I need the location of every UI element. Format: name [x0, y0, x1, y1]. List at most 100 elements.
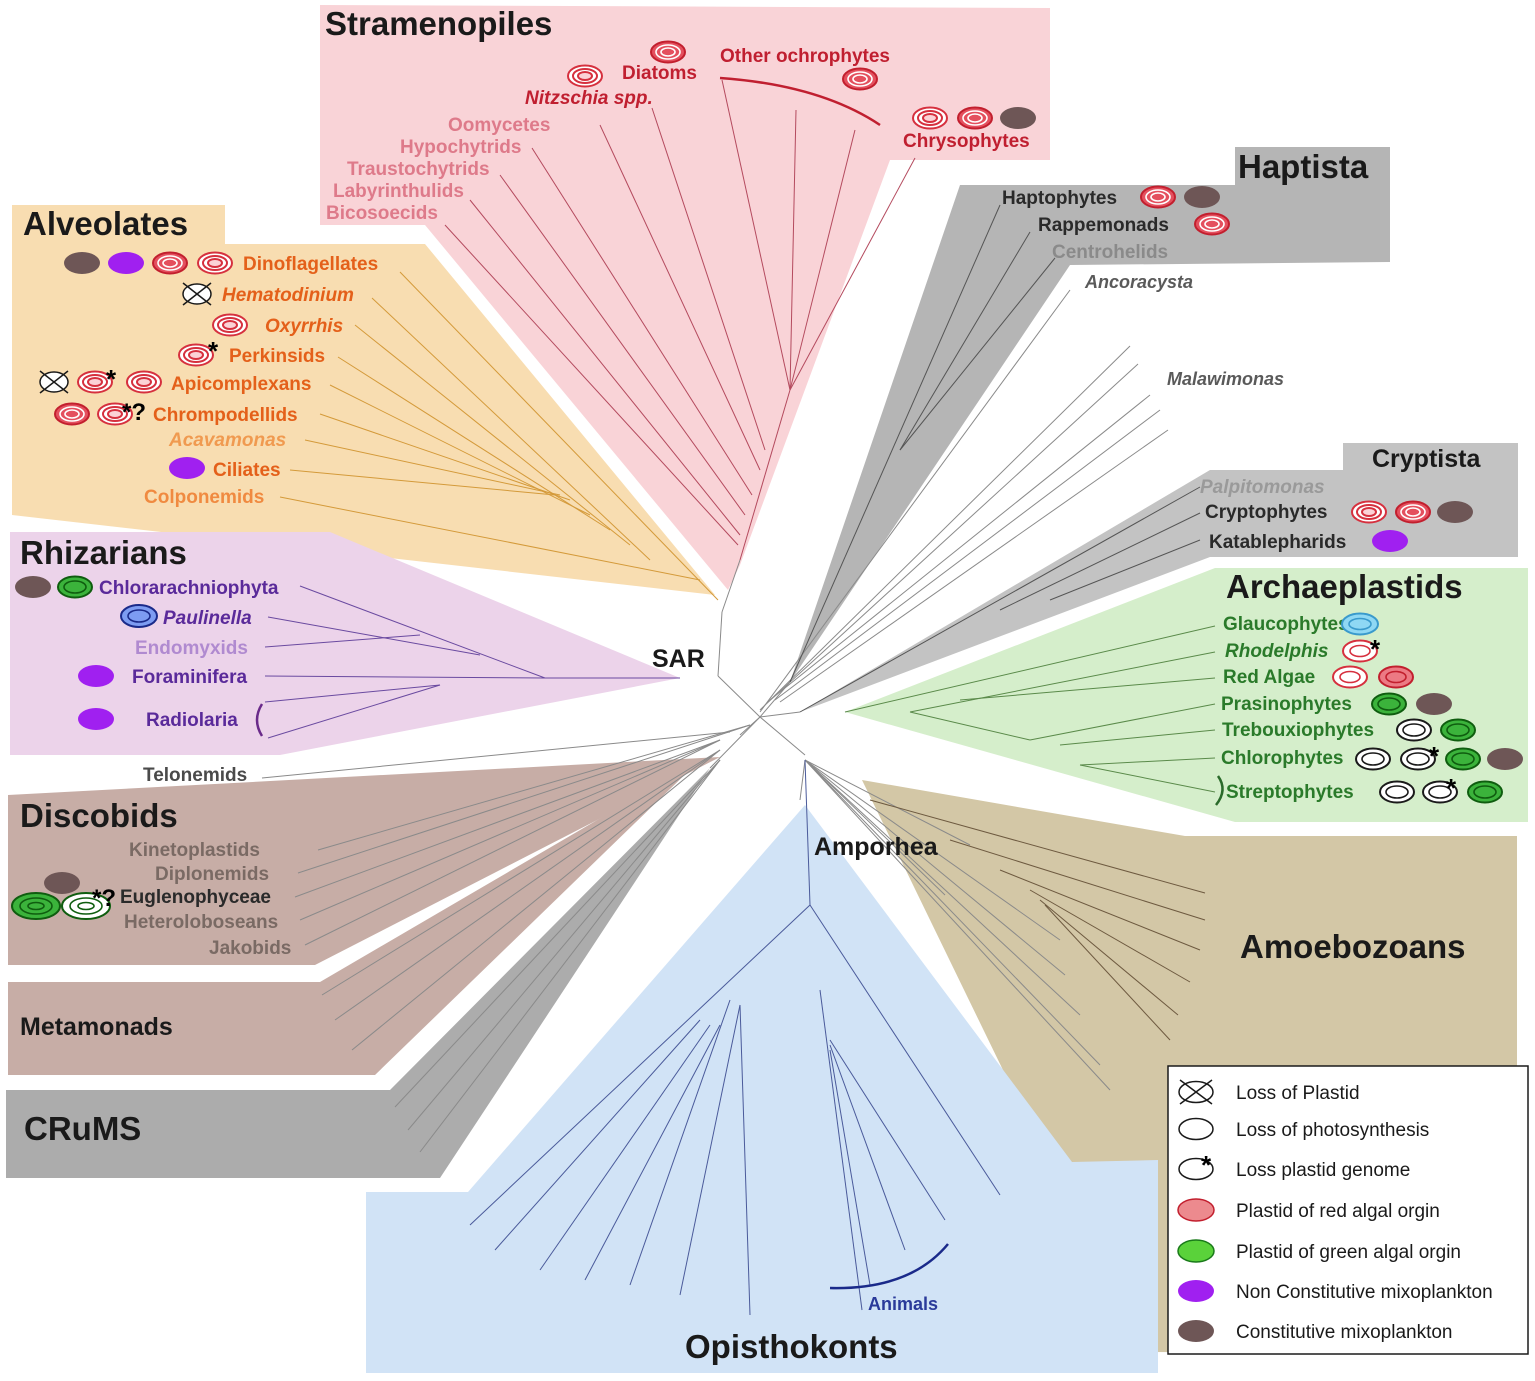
legend-loss-plastid: Loss of Plastid	[1236, 1083, 1360, 1104]
label-acavamonas: Acavamonas	[168, 430, 286, 451]
label-hematodinium: Hematodinium	[222, 285, 354, 306]
legend-loss-photosynthesis: Loss of photosynthesis	[1236, 1120, 1429, 1141]
label-katablepharids: Katablepharids	[1209, 532, 1346, 553]
chlorophyte-colorless-plastid-icon	[1355, 747, 1391, 771]
legend-green-origin: Plastid of green algal orgin	[1236, 1242, 1461, 1263]
chlorophyte-plastid-icon	[1445, 747, 1481, 771]
label-haptophytes: Haptophytes	[1002, 188, 1117, 209]
euglenid-colorless-plastid-icon	[61, 892, 111, 920]
paulinella-chromatophore-icon	[120, 604, 158, 628]
glaucophyte-plastid-icon	[1341, 612, 1379, 636]
perkinsid-genome-loss-mark: *	[208, 336, 219, 366]
chlorarachniophyte-plastid-icon	[57, 575, 93, 599]
label-kinetoplastids: Kinetoplastids	[129, 840, 260, 861]
rhizarians-panel	[10, 532, 680, 755]
trebouxiophyte-plastid-icon	[1440, 718, 1476, 742]
crums-title: CRuMS	[24, 1110, 141, 1147]
label-palpitomonas: Palpitomonas	[1200, 477, 1325, 498]
haptista-title: Haptista	[1238, 148, 1369, 185]
amoebozoans-title: Amoebozoans	[1240, 928, 1466, 965]
oxyrrhis-plastid-icon	[212, 313, 248, 337]
rhodelphis-genome-loss-mark: *	[1370, 634, 1381, 664]
archaeplastids-title: Archaeplastids	[1226, 568, 1463, 605]
label-hypochytrids: Hypochytrids	[400, 137, 521, 158]
label-jakobids: Jakobids	[209, 938, 291, 959]
loss-of-plastid-icon	[1178, 1079, 1214, 1105]
stramenopiles-panel	[320, 5, 1050, 590]
nitzschia-plastid-icon	[567, 64, 603, 88]
sar-label: SAR	[652, 645, 705, 673]
rhizarians-title: Rhizarians	[20, 534, 187, 571]
cryptophyte-plastid-icon	[1395, 500, 1431, 524]
chrysophyte-plastid-icon	[957, 106, 993, 130]
legend-cm: Constitutive mixoplankton	[1236, 1322, 1453, 1343]
label-apicomplexans: Apicomplexans	[171, 374, 311, 395]
discobids-panel	[8, 757, 720, 965]
diatom-plastid-icon	[650, 40, 686, 64]
red-algae-colorless-plastid-icon	[1332, 665, 1368, 689]
label-streptophytes: Streptophytes	[1226, 782, 1354, 803]
chlorophyte-cm-icon	[1487, 748, 1523, 770]
label-chlorophytes: Chlorophytes	[1221, 748, 1343, 769]
label-heterolobosea: Heteroloboseans	[124, 912, 278, 933]
label-rhodelphis: Rhodelphis	[1225, 641, 1328, 662]
prasinophyte-cm-icon	[1416, 693, 1452, 715]
chrysophyte-colorless-plastid-icon	[912, 106, 948, 130]
label-oomycetes: Oomycetes	[448, 115, 550, 136]
loss-plastid-genome-asterisk: *	[1201, 1150, 1212, 1180]
opisthokonts-panel	[366, 805, 1158, 1373]
cryptista-title: Cryptista	[1372, 445, 1481, 473]
euglenid-cm-icon	[44, 872, 80, 894]
label-chrompodellids: Chrompodellids	[153, 405, 298, 426]
red-algae-plastid-icon	[1378, 665, 1414, 689]
label-telonemids: Telonemids	[143, 765, 247, 786]
dinoflagellate-plastid-icon	[152, 251, 188, 275]
apicomplexan-colorless-plastid-icon	[126, 370, 162, 394]
metamonads-title: Metamonads	[20, 1013, 173, 1041]
legend-loss-genome: Loss plastid genome	[1236, 1160, 1410, 1181]
rappemonad-plastid-icon	[1194, 212, 1230, 236]
streptophyte-plastid-icon	[1467, 780, 1503, 804]
label-foraminifera: Foraminifera	[132, 667, 248, 688]
label-other-ochrophytes: Other ochrophytes	[720, 46, 890, 67]
trebouxiophyte-colorless-plastid-icon	[1396, 718, 1432, 742]
haptista-panel	[790, 147, 1390, 682]
metamonads-panel	[8, 760, 700, 1075]
streptophyte-colorless-plastid-icon	[1379, 780, 1415, 804]
label-chrysophytes: Chrysophytes	[903, 131, 1030, 152]
opisthokonts-title: Opisthokonts	[685, 1328, 898, 1365]
apicomplexan-loss-plastid-icon	[39, 370, 69, 394]
dinoflagellate-colorless-plastid-icon	[197, 251, 233, 275]
prasinophyte-plastid-icon	[1371, 692, 1407, 716]
euglenid-genome-mark: *?	[92, 885, 116, 912]
label-paulinella: Paulinella	[163, 608, 252, 629]
label-dinoflagellates: Dinoflagellates	[243, 254, 378, 275]
label-euglenophyceae: Euglenophyceae	[120, 887, 271, 908]
legend-ncm: Non Constitutive mixoplankton	[1236, 1282, 1493, 1303]
chlorophyte-genome-loss-mark: *	[1429, 741, 1440, 771]
chlorarachniophyte-cm-icon	[15, 576, 51, 598]
ncm-icon	[1178, 1280, 1214, 1302]
haptophyte-cm-icon	[1184, 186, 1220, 208]
label-chlorarachniophyta: Chlorarachniophyta	[99, 578, 279, 599]
label-cryptophytes: Cryptophytes	[1205, 502, 1327, 523]
label-labyrinthulids: Labyrinthulids	[333, 181, 464, 202]
loss-of-photosynthesis-icon	[1178, 1117, 1214, 1141]
chrysophyte-cm-icon	[1000, 107, 1036, 129]
label-radiolaria: Radiolaria	[146, 710, 238, 731]
dinoflagellate-ncm-icon	[108, 252, 144, 274]
alveolates-panel	[12, 205, 715, 595]
dinoflagellate-cm-icon	[64, 252, 100, 274]
haptophyte-plastid-icon	[1140, 185, 1176, 209]
legend: Loss of Plastid Loss of photosynthesis *…	[1167, 1065, 1529, 1355]
label-nitzschia: Nitzschia spp.	[525, 88, 653, 109]
red-algal-plastid-icon	[1177, 1198, 1215, 1222]
katablepharid-ncm-icon	[1372, 530, 1408, 552]
radiolaria-ncm-icon	[78, 708, 114, 730]
label-glaucophytes: Glaucophytes	[1223, 614, 1349, 635]
label-rappemonads: Rappemonads	[1038, 215, 1169, 236]
streptophyte-genome-loss-mark: *	[1446, 773, 1457, 803]
ciliate-ncm-icon	[169, 457, 205, 479]
cm-icon	[1178, 1320, 1214, 1342]
